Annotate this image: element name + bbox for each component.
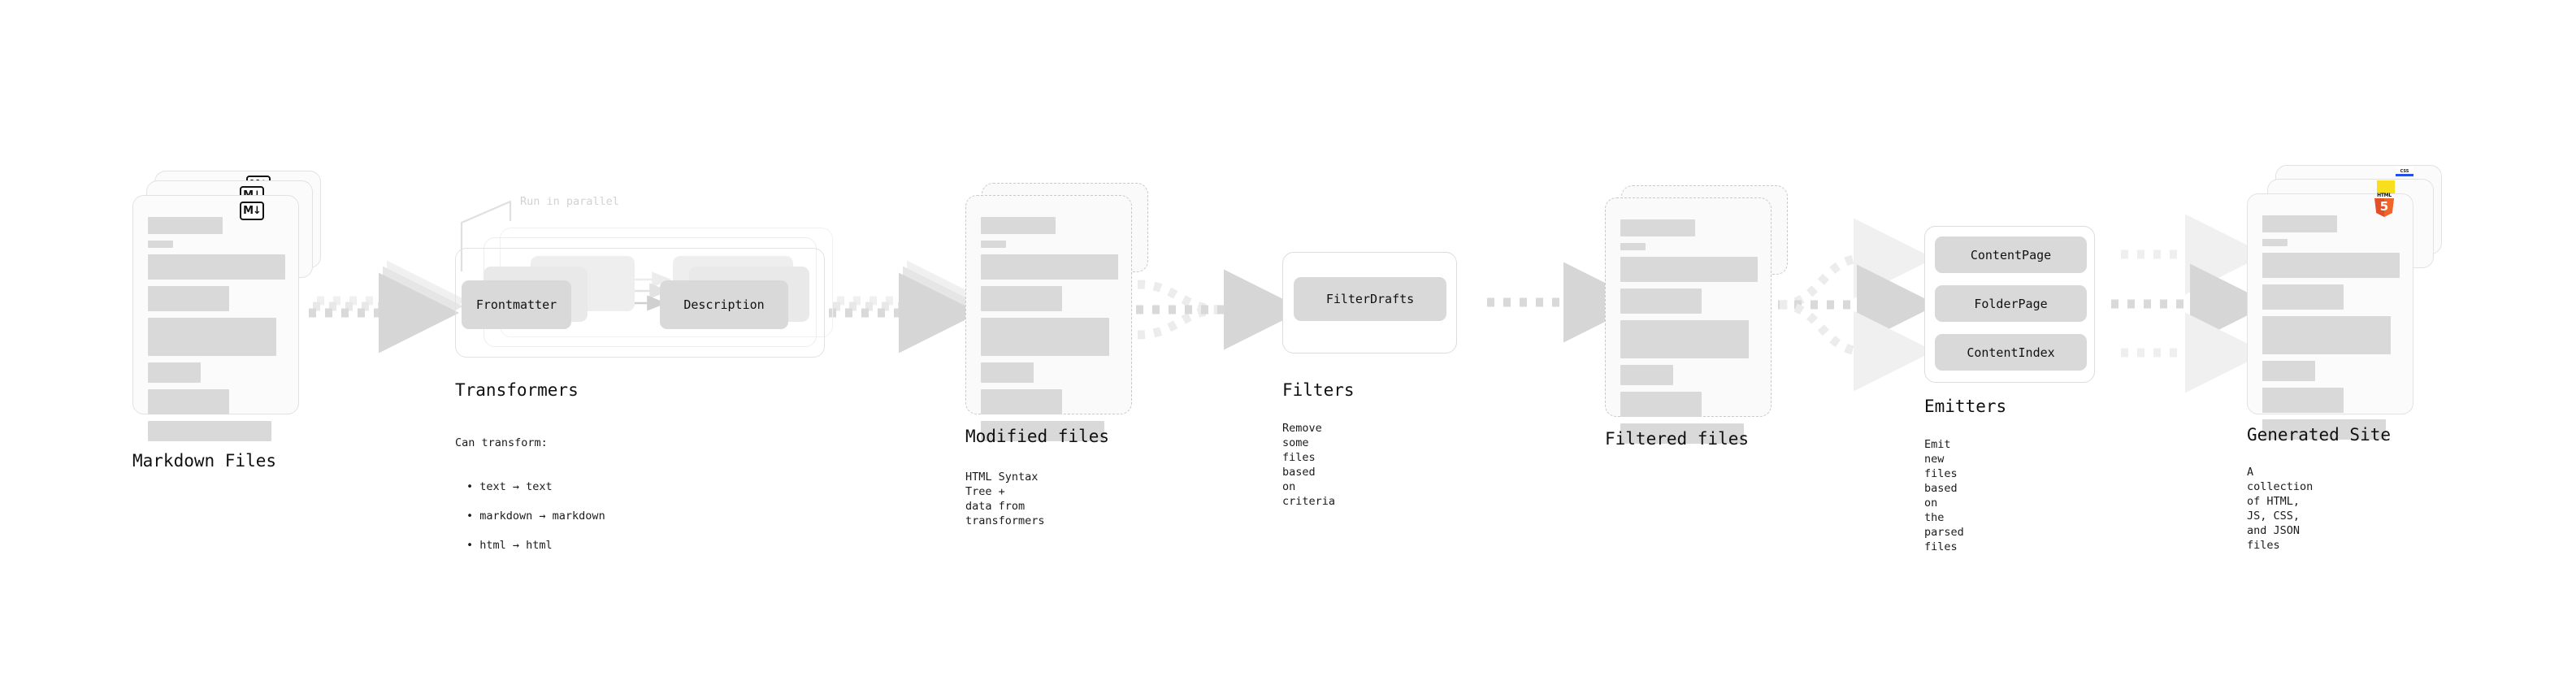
html5-badge: HTML 5 [2374, 193, 2395, 217]
transformer-pill-frontmatter[interactable]: Frontmatter [462, 280, 571, 329]
javascript-badge [2377, 180, 2395, 193]
stage-generated-site: CSS HTML 5 Generated Site A collection o… [0, 0, 2442, 552]
run-in-parallel-bracket [460, 200, 512, 271]
transformers-title: Transformers [455, 380, 579, 400]
transformers-caption: Can transform: text → text markdown → ma… [455, 421, 605, 582]
emitters-title: Emitters [1924, 397, 2007, 416]
markdown-card-lines [148, 217, 285, 448]
modified-files-title: Modified files [965, 427, 1110, 446]
filtered-card-front [1605, 197, 1772, 444]
markdown-badge-front: M↓ [240, 202, 264, 220]
transformers-caption-heading: Can transform: [455, 436, 548, 449]
filters-caption: Remove some files based on criteria [1282, 422, 1336, 508]
generated-site-title: Generated Site [2247, 425, 2392, 445]
markdown-files-title: Markdown Files [132, 451, 277, 471]
transform-bullet-markdown: markdown → markdown [466, 509, 605, 523]
emitter-pill-contentpage[interactable]: ContentPage [1935, 236, 2087, 273]
filters-title: Filters [1282, 380, 1355, 400]
markdown-card-front [132, 195, 299, 441]
modified-card-lines [981, 217, 1118, 448]
transformer-frame-front [455, 248, 825, 358]
modified-files-caption: HTML Syntax Tree + data from transformer… [965, 471, 1045, 527]
emitter-pill-contentindex[interactable]: ContentIndex [1935, 334, 2087, 371]
arrow-transformers-to-modified [829, 260, 987, 354]
arrow-emitters-to-site [2111, 214, 2270, 393]
filter-pill-filterdrafts[interactable]: FilterDrafts [1294, 277, 1446, 321]
css3-badge: CSS [2396, 167, 2413, 176]
site-card-lines [2262, 215, 2400, 446]
transform-bullet-html: html → html [466, 538, 605, 553]
emitter-pill-folderpage[interactable]: FolderPage [1935, 285, 2087, 322]
transformer-pill-description[interactable]: Description [660, 280, 788, 329]
filtered-card-lines [1620, 219, 1758, 450]
modified-card-front [965, 195, 1132, 441]
run-in-parallel-label: Run in parallel [520, 195, 619, 208]
generated-site-caption: A collection of HTML, JS, CSS, and JSON … [2247, 466, 2314, 552]
transform-bullet-text: text → text [466, 479, 605, 494]
css3-badge-label: CSS [2400, 169, 2409, 174]
html5-shield-icon: 5 [2374, 198, 2394, 217]
emitters-caption: Emit new files based on the parsed files [1924, 438, 1964, 553]
html5-badge-label: HTML [2377, 193, 2392, 198]
transformers-caption-bullets: text → text markdown → markdown html → h… [455, 465, 605, 567]
arrow-markdown-to-transformers [309, 260, 467, 354]
site-card-front [2247, 193, 2413, 440]
arrow-modified-to-filters [1136, 269, 1304, 350]
filtered-files-title: Filtered files [1605, 429, 1750, 449]
arrow-filtered-to-emitters [1778, 218, 1937, 392]
